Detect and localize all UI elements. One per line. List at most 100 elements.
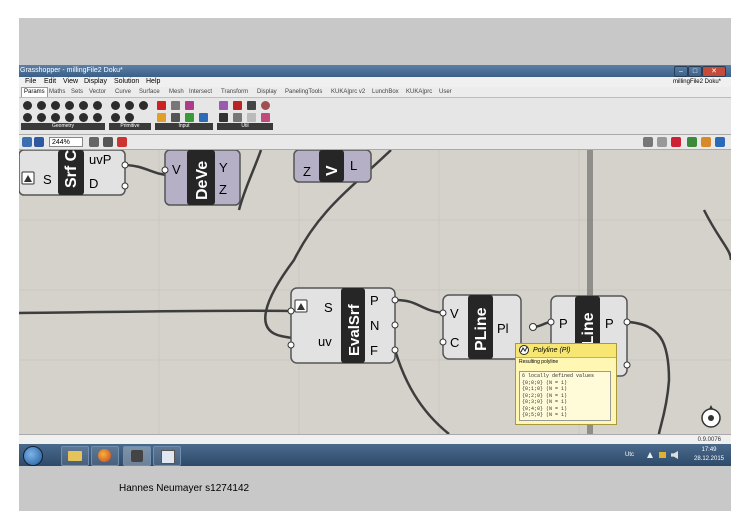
slider-icon[interactable]	[171, 101, 180, 110]
vector-param-icon[interactable]	[37, 101, 46, 110]
button-icon[interactable]	[157, 113, 166, 122]
sketch-pen-icon[interactable]	[117, 137, 127, 147]
preview-mode-icon[interactable]	[643, 137, 653, 147]
tab-panelingtools[interactable]: PanelingTools	[285, 89, 323, 95]
menu-solution[interactable]: Solution	[114, 78, 140, 85]
mesh-param-icon[interactable]	[65, 113, 74, 122]
wireframe-icon[interactable]	[657, 137, 667, 147]
maximize-button[interactable]: □	[688, 66, 702, 77]
arrow-right-icon[interactable]	[247, 101, 256, 110]
folder-icon	[68, 451, 82, 461]
document-preview-icon[interactable]	[701, 137, 711, 147]
tab-intersect[interactable]: Intersect	[189, 89, 213, 95]
panel-icon[interactable]	[199, 113, 208, 122]
pline2-output-p: P	[605, 316, 614, 331]
deve-name-bar	[187, 150, 215, 205]
tab-sets[interactable]: Sets	[71, 89, 84, 95]
tooltip-line: 6 locally defined values	[522, 373, 595, 379]
tab-mesh[interactable]: Mesh	[169, 89, 184, 95]
timer-icon[interactable]	[233, 113, 242, 122]
open-file-icon[interactable]	[22, 137, 32, 147]
line-param-icon[interactable]	[93, 101, 102, 110]
tab-kukaprc[interactable]: KUKA|prc	[406, 89, 433, 95]
circle-param-icon[interactable]	[51, 101, 60, 110]
selected-preview-icon[interactable]	[687, 137, 697, 147]
cherries-icon[interactable]	[233, 101, 242, 110]
tab-lunchbox[interactable]: LunchBox	[372, 89, 399, 95]
screenshot-bottom-margin	[19, 466, 731, 511]
tab-curve[interactable]: Curve	[115, 89, 132, 95]
start-button[interactable]	[23, 446, 43, 466]
toggle-icon[interactable]	[157, 101, 166, 110]
tray-arrow-icon[interactable]	[647, 452, 653, 458]
tooltip-title: Polyline (Pl)	[533, 347, 571, 354]
number-param-icon[interactable]	[139, 101, 148, 110]
preview-eye-icon[interactable]	[103, 137, 113, 147]
geometry-param-icon[interactable]	[93, 113, 102, 122]
language-indicator[interactable]: Utc	[625, 452, 634, 458]
pline1-input-c: C	[450, 335, 459, 350]
tab-maths[interactable]: Maths	[49, 89, 66, 95]
brep-param-icon[interactable]	[51, 113, 60, 122]
tooltip-header: Polyline (Pl)	[516, 344, 616, 358]
rhino-taskbar-icon[interactable]	[153, 446, 181, 466]
minimize-button[interactable]: –	[674, 66, 688, 77]
status-bar: 0.9.0076	[19, 434, 731, 445]
component-deconstruct-vector[interactable]: V DeVe Y Z	[161, 150, 241, 206]
colour-param-icon[interactable]	[125, 113, 134, 122]
component-surface-cp[interactable]: S Srf C uvP D	[19, 150, 129, 196]
text-param-icon[interactable]	[111, 113, 120, 122]
tab-vector[interactable]: Vector	[89, 89, 107, 95]
grasshopper-taskbar-icon[interactable]	[123, 446, 151, 466]
tab-display[interactable]: Display	[257, 89, 277, 95]
component-evaluate-surface[interactable]: S uv EvalSrf P N F	[287, 287, 399, 364]
shaded-icon[interactable]	[671, 137, 681, 147]
graph-mapper-icon[interactable]	[185, 113, 194, 122]
close-button[interactable]: ✕	[702, 66, 726, 77]
data-dam-icon[interactable]	[219, 113, 228, 122]
grasshopper-canvas[interactable]: S Srf C uvP D V DeVe Y Z Z	[19, 150, 731, 434]
curve-param-icon[interactable]	[79, 101, 88, 110]
page-boundary	[587, 150, 593, 434]
tab-user[interactable]: User	[439, 89, 452, 95]
fit-icon[interactable]	[261, 101, 270, 110]
srf-name: Srf C	[63, 150, 80, 188]
menu-display[interactable]: Display	[84, 78, 107, 85]
mesh-settings-icon[interactable]	[715, 137, 725, 147]
value-list-icon[interactable]	[171, 113, 180, 122]
firefox-taskbar-icon[interactable]	[91, 446, 119, 466]
navigation-compass-icon[interactable]	[701, 405, 721, 428]
clock-time[interactable]: 17:49	[701, 447, 717, 453]
clock-date[interactable]: 28.12.2015	[693, 456, 725, 462]
tab-transform[interactable]: Transform	[221, 89, 249, 95]
integer-param-icon[interactable]	[125, 101, 134, 110]
save-file-icon[interactable]	[34, 137, 44, 147]
box-param-icon[interactable]	[79, 113, 88, 122]
component-polyline-1[interactable]: V C PLine Pl	[439, 294, 537, 360]
menu-help[interactable]: Help	[146, 78, 161, 85]
tab-params[interactable]: Params	[21, 87, 48, 97]
galapagos-icon[interactable]	[261, 113, 270, 122]
explorer-taskbar-icon[interactable]	[61, 446, 89, 466]
surface-param-icon[interactable]	[37, 113, 46, 122]
volume-icon[interactable]	[671, 451, 678, 459]
zoom-dropdown[interactable]: 244%	[49, 137, 83, 147]
grasshopper-icon	[131, 450, 143, 462]
boolean-param-icon[interactable]	[111, 101, 120, 110]
ribbon-group-primitive: Primitive	[109, 123, 151, 130]
gradient-icon[interactable]	[185, 101, 194, 110]
plane-param-icon[interactable]	[23, 113, 32, 122]
component-vector-length[interactable]: Z V L	[293, 150, 372, 183]
point-param-icon[interactable]	[23, 101, 32, 110]
menu-edit[interactable]: Edit	[44, 78, 57, 85]
tab-kukaprc-v2[interactable]: KUKA|prc v2	[331, 89, 366, 95]
zoom-extents-icon[interactable]	[89, 137, 99, 147]
arc-param-icon[interactable]	[65, 101, 74, 110]
menu-view[interactable]: View	[63, 78, 79, 85]
network-icon[interactable]	[659, 452, 666, 458]
wire-top	[237, 150, 263, 211]
cluster-icon[interactable]	[219, 101, 228, 110]
relay-icon[interactable]	[247, 113, 256, 122]
menu-file[interactable]: File	[25, 78, 37, 85]
tab-surface[interactable]: Surface	[139, 89, 160, 95]
